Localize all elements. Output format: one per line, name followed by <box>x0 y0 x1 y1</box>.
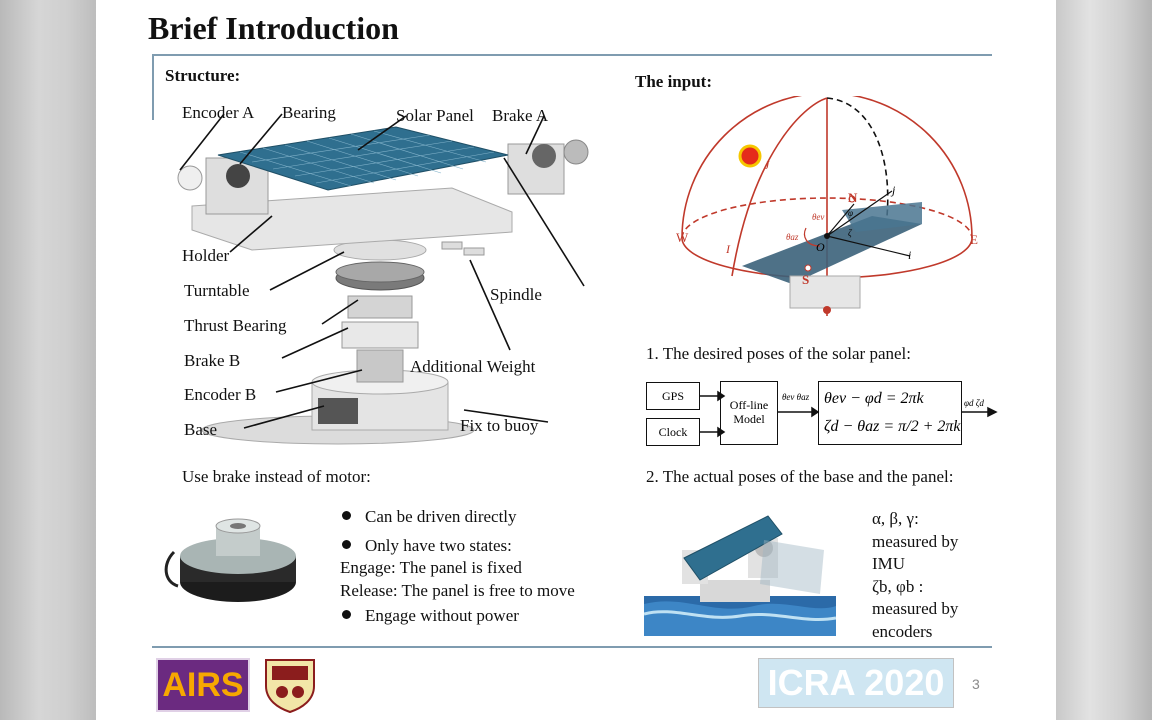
sphere-label-j: j <box>892 183 896 197</box>
structure-heading: Structure: <box>165 66 241 85</box>
signals-out: φd ζd <box>964 398 984 408</box>
university-crest-icon <box>265 659 315 714</box>
sphere-angle-zeta: ζ <box>848 228 852 238</box>
equation-2: ζd − θaz = π/2 + 2πk <box>824 418 961 435</box>
sphere-angle-phi: φ <box>848 208 853 218</box>
block-arrows <box>700 390 998 438</box>
label-encoder-a: Encoder A <box>182 103 255 122</box>
sphere-label-n: N <box>848 190 858 205</box>
brake-bullet-3: Engage without power <box>342 606 519 626</box>
input-heading: The input: <box>635 72 712 91</box>
equation-1: θev − φd = 2πk <box>824 390 924 407</box>
brake-state-engage: Engage: The panel is fixed <box>340 558 522 577</box>
offline-model-box: Off-line Model <box>720 381 778 445</box>
measure-text: α, β, γ: measured by IMU ζb, φb : measur… <box>872 509 959 641</box>
left-divider <box>152 54 154 120</box>
actual-heading: 2. The actual poses of the base and the … <box>646 467 954 486</box>
sphere-angle-theta-az: θaz <box>786 232 799 242</box>
slide: Brief Introduction Structure: <box>96 0 1056 720</box>
label-brake-b: Brake B <box>184 351 241 370</box>
sphere-label-o: O <box>816 240 825 254</box>
icra-logo: ICRA 2020 <box>758 658 954 708</box>
sphere-label-w: W <box>676 230 689 245</box>
label-brake-a: Brake A <box>492 106 549 125</box>
brake-photo <box>164 518 296 602</box>
celestial-sphere-diagram <box>681 96 973 316</box>
footer-divider <box>152 646 992 648</box>
signals-in: θev θaz <box>782 392 810 402</box>
sun-icon <box>738 144 762 168</box>
label-holder: Holder <box>182 246 230 265</box>
sphere-label-big-j: J <box>764 158 770 172</box>
title-divider <box>152 54 992 56</box>
label-encoder-b: Encoder B <box>184 385 257 404</box>
slide-title: Brief Introduction <box>148 10 399 46</box>
sphere-label-e: E <box>970 232 978 247</box>
label-additional-weight: Additional Weight <box>410 357 536 376</box>
label-bearing: Bearing <box>282 103 336 122</box>
sphere-label-i: i <box>908 248 912 262</box>
constraint-box <box>818 381 962 445</box>
buoy-photo <box>644 515 836 636</box>
sphere-label-big-i: I <box>726 242 730 256</box>
brake-bullet-2: Only have two states: <box>342 536 512 556</box>
label-spindle: Spindle <box>490 285 542 304</box>
page-number: 3 <box>972 676 980 692</box>
clock-box: Clock <box>646 418 700 446</box>
sphere-label-s: S <box>802 272 810 287</box>
structure-diagram <box>177 113 589 445</box>
desired-heading: 1. The desired poses of the solar panel: <box>646 344 912 363</box>
brake-heading: Use brake instead of motor: <box>182 467 371 486</box>
label-solar-panel: Solar Panel <box>396 106 474 125</box>
brake-state-release: Release: The panel is free to move <box>340 581 575 600</box>
label-thrust-bearing: Thrust Bearing <box>184 316 287 335</box>
label-base: Base <box>184 420 218 439</box>
base-part <box>201 369 475 445</box>
background-blur-left <box>0 0 96 720</box>
label-turntable: Turntable <box>184 281 250 300</box>
airs-logo: AIRS <box>156 658 250 712</box>
sphere-angle-theta-ev: θev <box>812 212 825 222</box>
background-blur-right <box>1056 0 1152 720</box>
gps-box: GPS <box>646 382 700 410</box>
label-fix-to-buoy: Fix to buoy <box>460 416 539 435</box>
brake-bullet-1: Can be driven directly <box>342 507 517 527</box>
